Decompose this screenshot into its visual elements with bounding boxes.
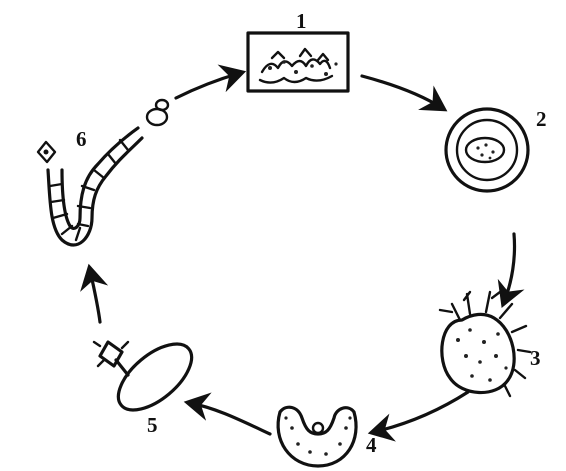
arrow-4-to-5 <box>190 403 270 434</box>
stage-label-1: 1 <box>296 9 307 33</box>
arrow-2-to-3 <box>504 234 515 302</box>
arrow-6-to-1 <box>176 73 240 98</box>
stage-6-illustration <box>38 100 168 245</box>
arrow-5-to-6 <box>90 270 100 322</box>
stage-label-5: 5 <box>147 413 158 437</box>
stage-label-4: 4 <box>366 433 377 457</box>
arrow-3-to-4 <box>374 392 468 432</box>
stage-1-illustration <box>248 33 348 91</box>
stage-5-illustration <box>94 332 203 422</box>
stage-label-6: 6 <box>76 127 87 151</box>
stage-2-illustration <box>446 109 528 191</box>
stage-3-illustration <box>440 292 530 396</box>
stage-label-3: 3 <box>530 346 541 370</box>
stage-label-2: 2 <box>536 107 547 131</box>
arrow-1-to-2 <box>362 76 442 108</box>
stage-4-illustration <box>278 407 356 466</box>
